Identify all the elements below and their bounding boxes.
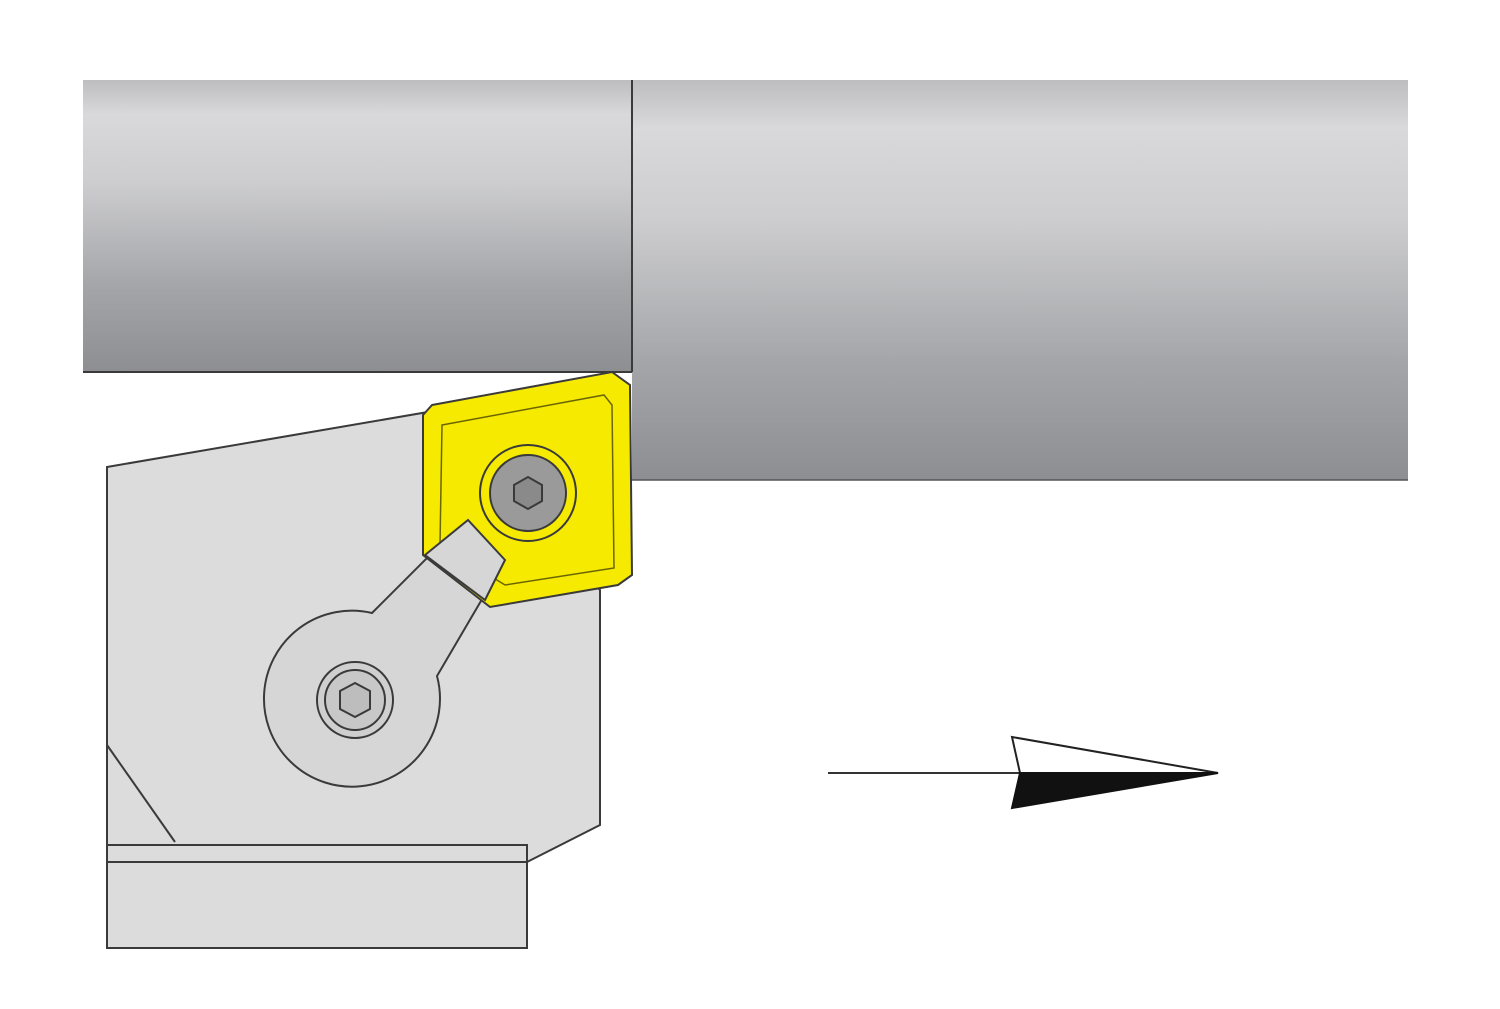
insert-hex-socket-icon [513,475,543,511]
clamp-arm-over-insert [423,518,507,602]
workpiece-machined-section [83,80,632,372]
feed-direction-arrow [828,735,1219,810]
workpiece [83,80,1408,481]
workpiece-unmachined-section [632,80,1408,480]
arrow-head-upper [1010,735,1219,774]
arrow-head-lower [1010,772,1219,810]
clamp [263,518,507,788]
clamp-hex-socket-icon [339,681,371,719]
cutting-insert [422,370,634,609]
holder-chamfer-line [106,744,176,843]
holder-shank [106,844,528,949]
